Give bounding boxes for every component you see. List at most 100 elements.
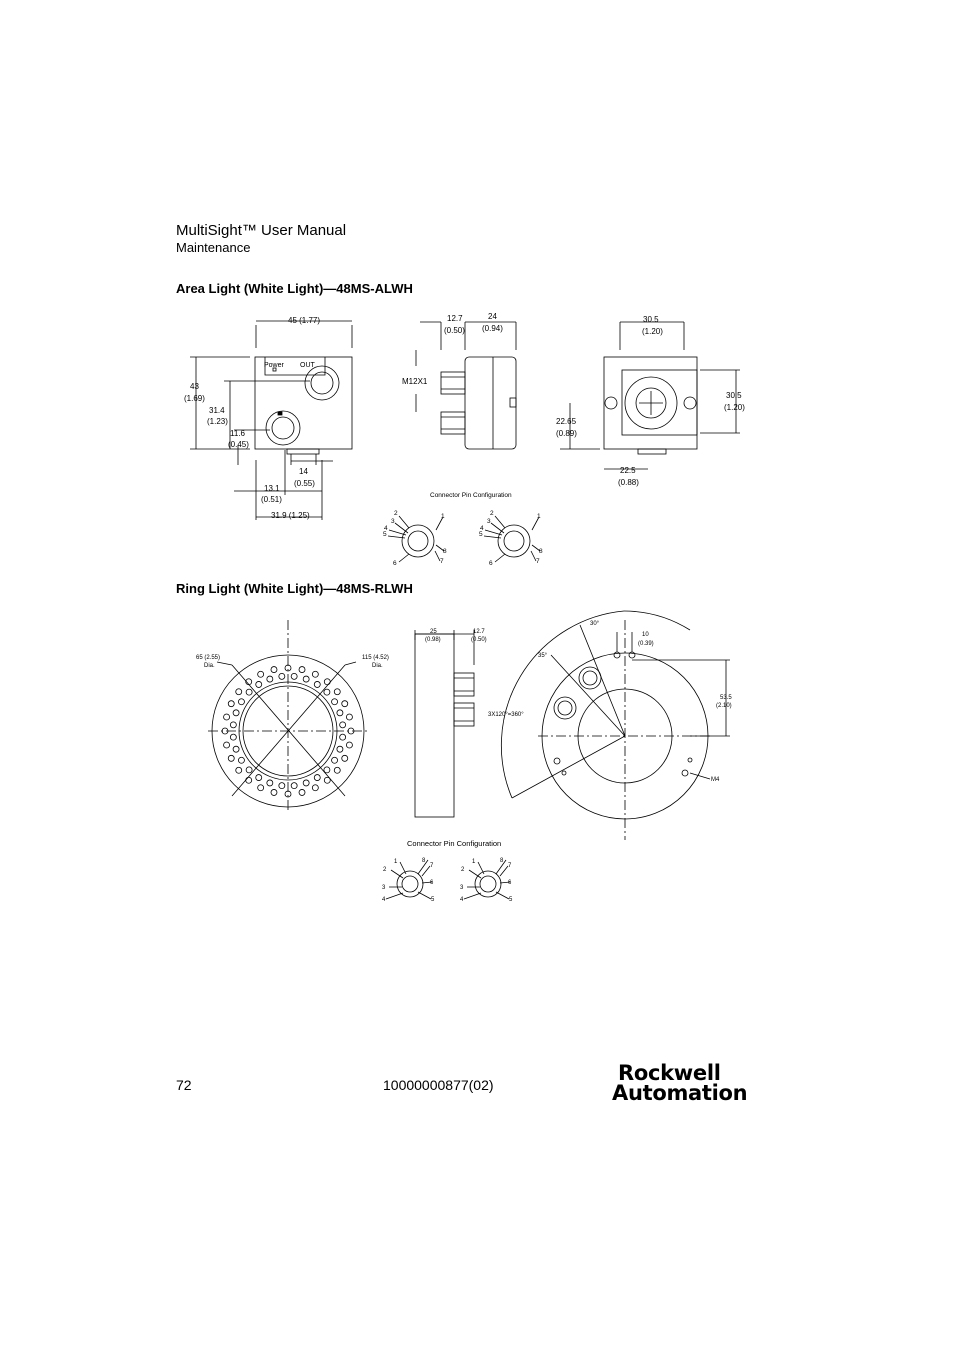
led-dot xyxy=(232,709,240,717)
pin-label: 8 xyxy=(500,858,504,864)
pin-label: 2 xyxy=(383,867,387,873)
ring-dim-53: 53.5 xyxy=(720,695,732,701)
ring-side-body xyxy=(414,633,455,818)
led-dot xyxy=(346,741,353,749)
back-dim-30h-in: (1.20) xyxy=(724,403,745,412)
led-dot xyxy=(336,709,344,717)
ring-pattern: 3X120°=360° xyxy=(488,712,524,718)
led-dot xyxy=(323,688,331,696)
manual-title: MultiSight™ User Manual xyxy=(176,222,347,239)
dim-13-in: (0.51) xyxy=(261,495,282,504)
pin-label: 1 xyxy=(441,513,445,520)
led-dot xyxy=(255,774,263,781)
ring-light-drawing xyxy=(208,610,730,900)
ring-dim-10: 10 xyxy=(642,632,649,638)
logo-line-2: Automation xyxy=(612,1081,748,1105)
dim-31-in: (1.23) xyxy=(207,417,228,426)
led-dot xyxy=(313,774,321,781)
led-dot xyxy=(311,670,319,678)
led-dot xyxy=(302,675,310,683)
back-dim-22w-in: (0.88) xyxy=(618,478,639,487)
area-side-housing xyxy=(464,356,517,450)
led-dot xyxy=(278,782,286,790)
pin-label: 8 xyxy=(539,548,543,555)
led-dot xyxy=(290,672,298,680)
led-dot xyxy=(245,678,253,686)
led-dot xyxy=(223,741,230,749)
side-dim-24-in: (0.94) xyxy=(482,324,503,333)
ring-side-25-in: (0.98) xyxy=(425,637,441,643)
dim-43: 43 xyxy=(190,382,199,391)
pin-label: 7 xyxy=(440,558,444,565)
led-dot xyxy=(245,776,253,784)
dim-14-in: (0.55) xyxy=(294,479,315,488)
dim-11-in: (0.45) xyxy=(228,440,249,449)
pin-label: 5 xyxy=(479,531,483,538)
led-dot xyxy=(229,733,237,741)
led-dot xyxy=(339,733,347,741)
pin-label: 2 xyxy=(461,867,465,873)
led-dot xyxy=(235,688,243,696)
pin-label: 1 xyxy=(472,859,476,865)
led-dot xyxy=(229,721,237,729)
back-dim-30w-in: (1.20) xyxy=(642,327,663,336)
led-dot xyxy=(227,700,235,708)
led-dot xyxy=(270,789,278,796)
power-label: Power xyxy=(264,362,285,369)
pin-label: 4 xyxy=(382,897,386,903)
thread-label: M12X1 xyxy=(402,377,428,386)
ring-side-12: 12.7 xyxy=(473,629,485,635)
led-dot xyxy=(341,754,349,762)
pin-label: 6 xyxy=(489,560,493,567)
pin-label: 3 xyxy=(382,885,386,891)
pin-label: 4 xyxy=(480,525,484,532)
led-dot xyxy=(333,766,341,774)
side-dim-12-in: (0.50) xyxy=(444,326,465,335)
ring-dim-53-in: (2.10) xyxy=(716,703,732,709)
led-dot xyxy=(298,666,306,673)
pin-label: 6 xyxy=(393,560,397,567)
ring-side-25: 25 xyxy=(430,629,437,635)
ring-inner-dia: 65 (2.55) xyxy=(196,655,220,661)
led-dot xyxy=(347,727,355,735)
led-dot xyxy=(336,745,344,753)
page-number: 72 xyxy=(176,1077,192,1093)
led-dot xyxy=(323,776,331,784)
pin-label: 5 xyxy=(509,897,513,903)
pin-label: 8 xyxy=(443,548,447,555)
ring-connector-caption: Connector Pin Configuration xyxy=(407,839,501,848)
pin-label: 5 xyxy=(383,531,387,538)
pin-label: 7 xyxy=(508,863,512,869)
area-front-housing xyxy=(254,356,353,450)
led-dot xyxy=(284,664,292,672)
pin-label: 1 xyxy=(537,513,541,520)
dim-width-45: 45 (1.77) xyxy=(288,316,320,325)
led-dot xyxy=(257,670,265,678)
area-connector-caption: Connector Pin Configuration xyxy=(430,492,512,499)
led-dot xyxy=(339,721,347,729)
led-dot xyxy=(341,700,349,708)
led-dot xyxy=(323,766,331,774)
led-dot xyxy=(323,678,331,686)
back-dim-30w: 30.5 xyxy=(643,315,659,324)
side-dim-12: 12.7 xyxy=(447,314,463,323)
ring-side-12-in: (0.50) xyxy=(471,637,487,643)
rockwell-logo: Rockwell Automation xyxy=(612,1063,748,1105)
pin-label: 7 xyxy=(430,863,434,869)
dim-43-in: (1.69) xyxy=(184,394,205,403)
led-dot xyxy=(227,754,235,762)
led-dot xyxy=(235,766,243,774)
ring-angle-30: 30° xyxy=(590,621,600,627)
pin-label: 3 xyxy=(391,518,395,525)
led-dot xyxy=(346,713,353,721)
led-dot xyxy=(270,666,278,673)
doc-number: 10000000877(02) xyxy=(383,1077,494,1093)
pin-label: 2 xyxy=(394,510,398,517)
side-dim-24: 24 xyxy=(488,312,497,321)
dim-31: 31.4 xyxy=(209,406,225,415)
section-title-ring-light: Ring Light (White Light)—48MS-RLWH xyxy=(176,581,413,596)
ring-dim-10-in: (0.39) xyxy=(638,641,654,647)
chapter-name: Maintenance xyxy=(176,240,251,255)
led-dot xyxy=(298,789,306,796)
